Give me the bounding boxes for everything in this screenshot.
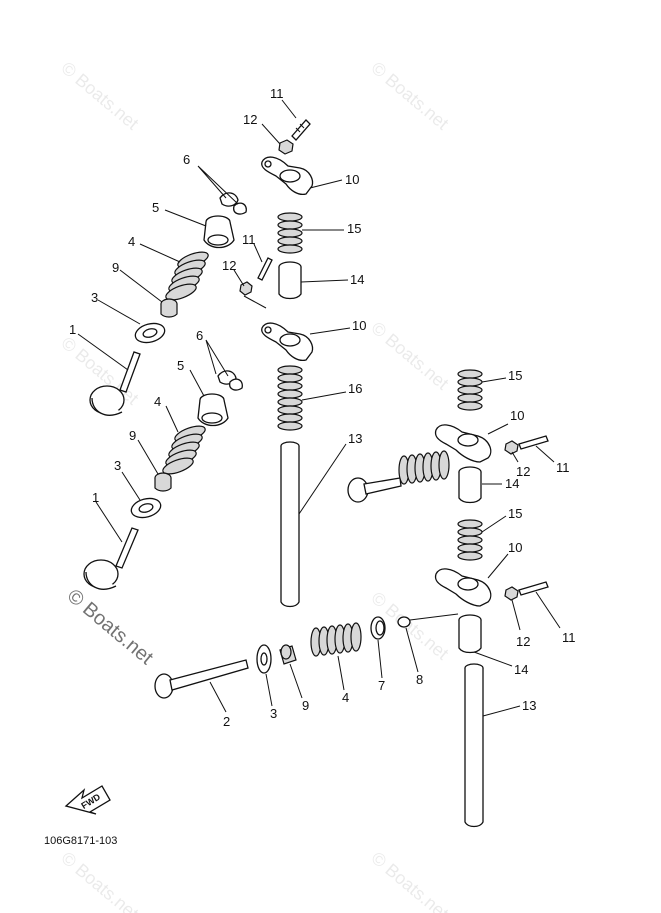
callout-3: 3 xyxy=(91,290,98,305)
callout-13: 13 xyxy=(522,698,536,713)
drawing-code: 106G8171-103 xyxy=(44,835,117,847)
middle-bolt xyxy=(257,257,273,281)
callout-15: 15 xyxy=(508,506,522,521)
upper-nut xyxy=(278,139,294,155)
callout-9: 9 xyxy=(302,698,309,713)
upper-valve-seal xyxy=(160,298,178,318)
callout-12: 12 xyxy=(222,258,236,273)
callout-11: 11 xyxy=(270,86,284,101)
callout-6: 6 xyxy=(183,152,190,167)
callout-1: 1 xyxy=(69,322,76,337)
watermark-text: © Boats.net xyxy=(57,848,142,913)
callout-11: 11 xyxy=(556,460,570,475)
upper-valve xyxy=(89,351,141,416)
right-upper-guide-14 xyxy=(458,466,482,504)
callout-7: 7 xyxy=(378,678,385,693)
callout-14: 14 xyxy=(505,476,519,491)
callout-15: 15 xyxy=(347,221,361,236)
right-pushrod-13 xyxy=(464,663,484,828)
upper-spring-retainer xyxy=(203,215,235,249)
bottom-spring xyxy=(310,622,362,657)
callout-2: 2 xyxy=(223,714,230,729)
bottom-retainer-7 xyxy=(370,616,386,640)
middle-rocker-spring-16 xyxy=(277,365,303,431)
callout-12: 12 xyxy=(516,464,530,479)
fwd-arrow-icon: FWD xyxy=(64,785,111,815)
callout-14: 14 xyxy=(350,272,364,287)
upper-rocker-bolt xyxy=(291,119,311,141)
callout-6: 6 xyxy=(196,328,203,343)
callout-14: 14 xyxy=(514,662,528,677)
callout-9: 9 xyxy=(112,260,119,275)
upper-rocker-arm xyxy=(261,156,314,196)
leader-link xyxy=(243,295,267,309)
watermark-text: © Boats.net xyxy=(367,58,452,134)
callout-3: 3 xyxy=(114,458,121,473)
callout-10: 10 xyxy=(345,172,359,187)
right-upper-bolt xyxy=(518,435,549,450)
callout-15: 15 xyxy=(508,368,522,383)
upper-washer xyxy=(134,322,166,344)
callout-10: 10 xyxy=(508,540,522,555)
watermark-text: © Boats.net xyxy=(367,848,452,913)
callout-labels: 11 12 6 10 5 15 4 11 12 14 9 3 10 1 6 5 … xyxy=(69,86,576,729)
callout-9: 9 xyxy=(129,428,136,443)
right-lower-bolt xyxy=(518,581,549,596)
right-upper-rocker-arm xyxy=(434,424,492,463)
callout-8: 8 xyxy=(416,672,423,687)
middle-spring-retainer xyxy=(197,393,229,427)
callout-5: 5 xyxy=(152,200,159,215)
callout-12: 12 xyxy=(243,112,257,127)
right-upper-spring xyxy=(457,369,483,411)
right-lower-nut xyxy=(504,586,519,601)
bottom-valve-seal xyxy=(279,644,297,665)
callout-12: 12 xyxy=(516,634,530,649)
bottom-cap-8 xyxy=(397,616,411,628)
watermark-prominent: © Boats.net xyxy=(63,585,158,669)
bottom-washer xyxy=(256,644,272,674)
right-lower-guide-14 xyxy=(458,614,482,654)
callout-1: 1 xyxy=(92,490,99,505)
upper-valve-spring xyxy=(165,251,209,301)
middle-washer xyxy=(130,497,162,519)
middle-valve-spring xyxy=(162,425,206,475)
right-lower-spring xyxy=(457,519,483,561)
watermark-text: © Boats.net xyxy=(367,318,452,394)
callout-10: 10 xyxy=(510,408,524,423)
callout-3: 3 xyxy=(270,706,277,721)
right-lower-rocker-arm xyxy=(434,568,492,607)
horizontal-spring-upper xyxy=(398,450,450,485)
upper-pushrod-guide-14 xyxy=(278,261,302,300)
callout-13: 13 xyxy=(348,431,362,446)
middle-valve-seal xyxy=(154,472,172,492)
middle-valve xyxy=(83,527,139,590)
horizontal-valve-upper xyxy=(347,477,402,503)
leader-lines xyxy=(77,99,561,717)
callout-5: 5 xyxy=(177,358,184,373)
callout-16: 16 xyxy=(348,381,362,396)
middle-rocker-arm xyxy=(261,322,314,362)
upper-rocker-spring-15 xyxy=(277,212,303,254)
callout-4: 4 xyxy=(342,690,349,705)
bottom-valve xyxy=(154,659,249,699)
watermark-text: © Boats.net xyxy=(57,58,142,134)
callout-4: 4 xyxy=(154,394,161,409)
callout-4: 4 xyxy=(128,234,135,249)
callout-10: 10 xyxy=(352,318,366,333)
middle-nut xyxy=(239,281,253,296)
left-pushrod-13 xyxy=(280,441,300,608)
middle-collet xyxy=(217,370,243,391)
callout-11: 11 xyxy=(562,630,576,645)
callout-11: 11 xyxy=(242,232,256,247)
right-upper-nut xyxy=(504,440,519,455)
